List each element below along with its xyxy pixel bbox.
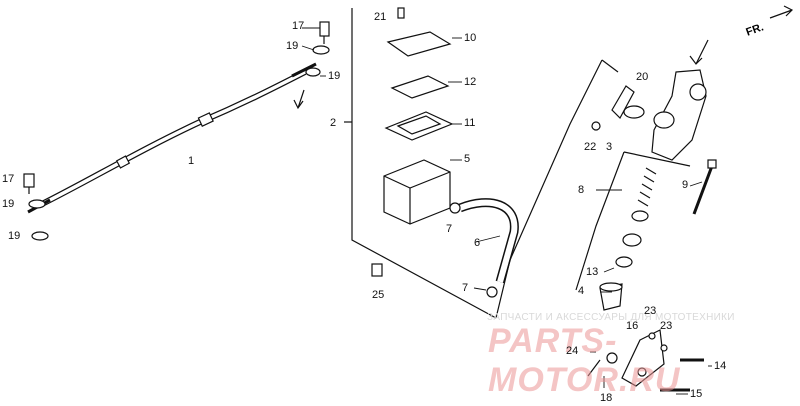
callout-6: 6 [474, 237, 481, 249]
callout-15: 15 [690, 388, 703, 400]
callout-18: 18 [600, 392, 613, 404]
callout-11: 11 [464, 117, 476, 129]
master-cylinder-body [651, 69, 707, 161]
callout-23b: 23 [660, 320, 673, 332]
callout-12: 12 [464, 76, 477, 88]
brake-hose [27, 62, 317, 214]
cylinder-group-bracket [495, 59, 603, 319]
callout-3: 3 [606, 141, 613, 153]
callout-8: 8 [578, 184, 585, 196]
callout-25: 25 [372, 289, 385, 301]
front-arrow-icon [769, 5, 794, 19]
callout-14: 14 [714, 360, 727, 372]
callout-9: 9 [682, 179, 689, 191]
piston [622, 233, 642, 247]
push-rod [692, 165, 714, 215]
callout-7a: 7 [446, 223, 453, 235]
callout-13: 13 [586, 266, 599, 278]
watermark-logo: PARTS-MOTOR.RU [488, 322, 681, 399]
piston-set-bracket [575, 151, 625, 291]
reservoir-cap [386, 31, 452, 57]
callout-19c: 19 [2, 198, 15, 210]
callout-17b: 17 [2, 173, 15, 185]
callout-1: 1 [188, 155, 195, 167]
callout-16: 16 [626, 320, 639, 332]
reservoir-hose [449, 198, 519, 298]
watermark-tagline: ЗАПЧАСТИ И АКСЕССУАРЫ ДЛЯ МОТОТЕХНИКИ [487, 312, 735, 323]
callout-10: 10 [464, 32, 477, 44]
joint-screw [591, 121, 601, 131]
diaphragm [384, 111, 454, 141]
piston-spring [637, 167, 657, 207]
callout-22: 22 [584, 141, 597, 153]
callout-23a: 23 [644, 305, 657, 317]
reservoir-body [383, 159, 451, 225]
callout-5: 5 [464, 153, 471, 165]
callout-20: 20 [636, 71, 649, 83]
direction-arrow-icon [293, 89, 305, 110]
callout-7b: 7 [462, 282, 469, 294]
callout-19d: 19 [8, 230, 21, 242]
hose-joint [611, 85, 635, 119]
sealing-washers [28, 45, 330, 241]
arrow-icon [689, 39, 709, 65]
circlip [615, 256, 633, 268]
callout-4: 4 [578, 285, 585, 297]
reservoir-screw [397, 7, 405, 19]
reservoir-bolt [371, 263, 383, 277]
callout-19b: 19 [328, 70, 341, 82]
callout-19a: 19 [286, 40, 299, 52]
callout-21: 21 [374, 11, 387, 23]
callout-17a: 17 [292, 20, 305, 32]
callout-24: 24 [566, 345, 579, 357]
banjo-bolt-upper [319, 21, 330, 44]
banjo-bolt-lower [23, 173, 35, 194]
reservoir-group-bracket [351, 8, 497, 319]
pedal-linkage [587, 329, 704, 392]
o-ring [623, 105, 645, 119]
diaphragm-plate [390, 75, 450, 99]
callout-2: 2 [330, 117, 337, 129]
